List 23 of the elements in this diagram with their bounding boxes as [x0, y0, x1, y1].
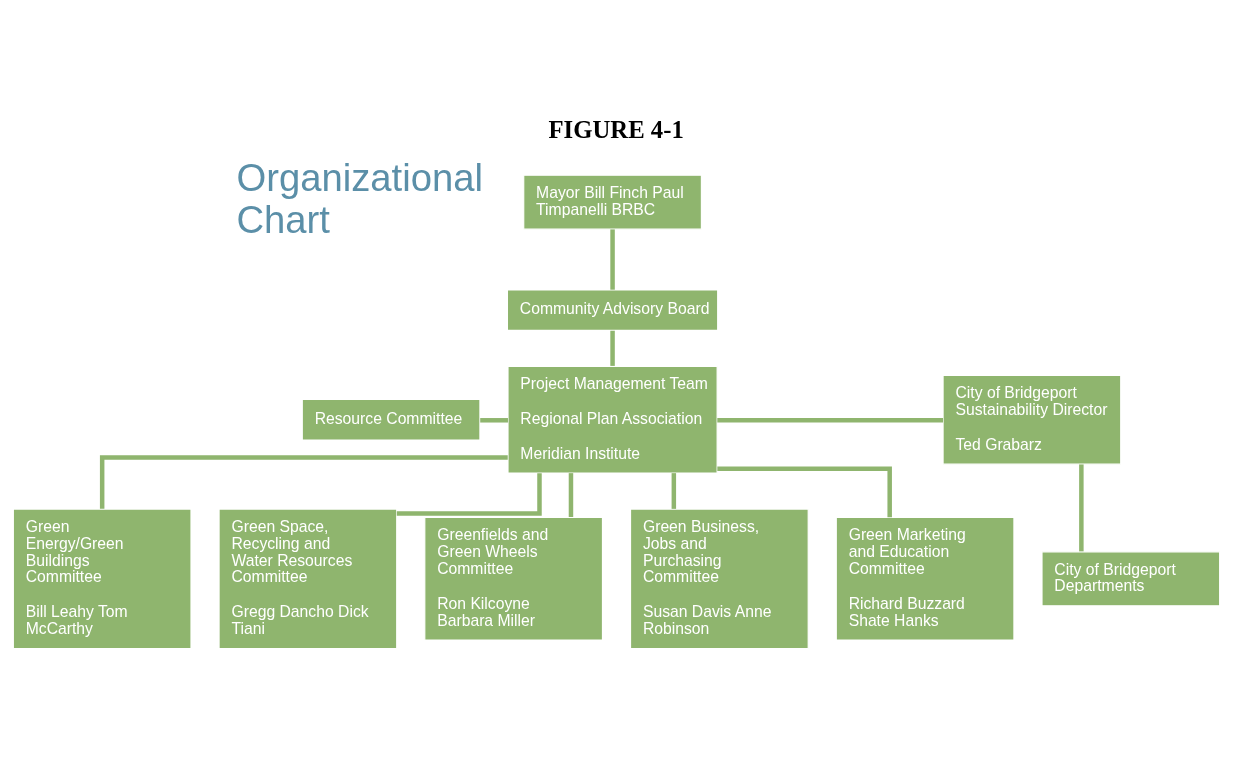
- connector: [99, 454, 508, 509]
- connector: [1079, 463, 1084, 551]
- diagram-title: FIGURE 4-1: [548, 115, 684, 143]
- node-box: Green Space, Recycling and Water Resources Committee Gregg Dancho Dick Tiani: [218, 508, 398, 649]
- connector: [568, 472, 574, 517]
- node-box: City of Bridgeport Sustainability Director Ted Grabarz: [942, 374, 1122, 465]
- label: Organizational Chart: [236, 155, 483, 241]
- node-box: Green Energy/Green Buildings Committee Bill Leahy Tom McCarthy: [12, 508, 192, 649]
- node-box: Community Advisory Board: [506, 288, 719, 331]
- node-box: Green Marketing and Education Committee Richard Buzzard Shate Hanks: [835, 516, 1015, 641]
- connector: [717, 465, 892, 517]
- node-box: Green Business, Jobs and Purchasing Committee Susan Davis Anne Robinson: [630, 508, 809, 649]
- connector: [610, 228, 615, 290]
- connector: [396, 472, 542, 516]
- node-box: City of Bridgeport Departments: [1041, 550, 1221, 606]
- node-box: Resource Committee: [301, 398, 481, 440]
- connector: [610, 330, 615, 366]
- node-box: Mayor Bill Finch Paul Timpanelli BRBC: [523, 174, 702, 230]
- node-box: Project Management Team Regional Plan Association Meridian Institute: [507, 365, 718, 474]
- connector: [717, 417, 943, 423]
- connector: [671, 472, 677, 509]
- connector: [480, 417, 508, 423]
- node-box: Greenfields and Green Wheels Committee Ron Kilcoyne Barbara Miller: [424, 516, 603, 641]
